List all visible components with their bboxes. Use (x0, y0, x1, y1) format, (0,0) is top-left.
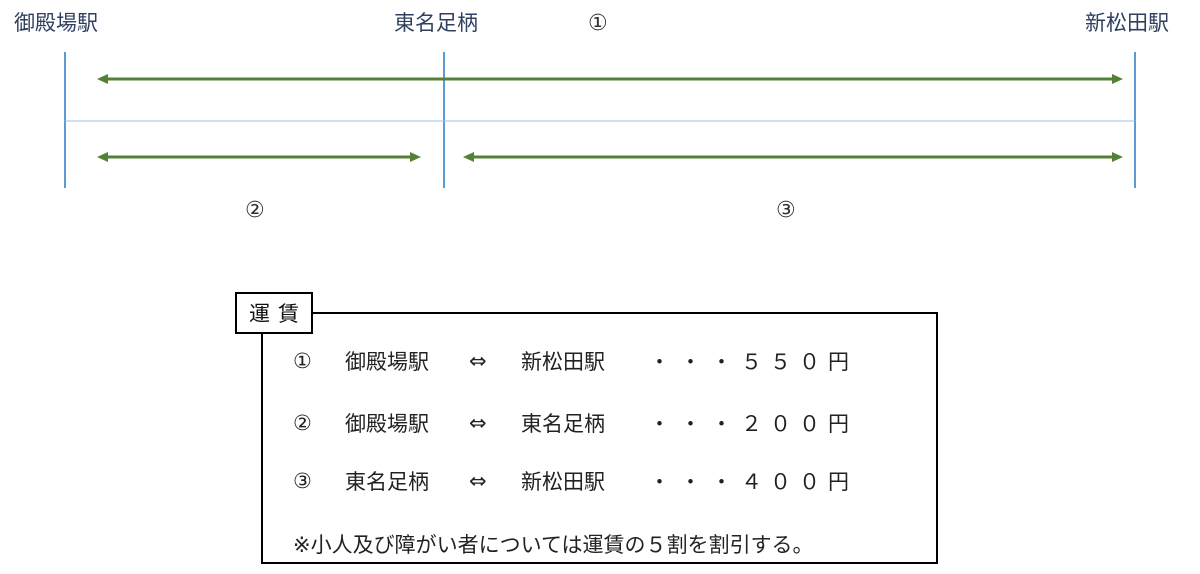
route-label-3: ③ (776, 198, 796, 223)
fare-box (261, 312, 938, 564)
fare-row-price: ４００円 (741, 470, 857, 494)
route-label-2: ② (245, 198, 265, 223)
fare-row-number: ③ (293, 469, 312, 493)
fare-row-to: 東名足柄 (521, 412, 605, 436)
bidirectional-arrow-icon: ⇔ (469, 411, 487, 435)
fare-discount-note: ※小人及び障がい者については運賃の５割を割引する。 (293, 533, 814, 557)
fare-row-number: ① (293, 349, 312, 373)
fare-row-to: 新松田駅 (521, 470, 605, 494)
fare-row-number: ② (293, 411, 312, 435)
fare-row-dots: ・・・ (649, 412, 742, 436)
fare-row-dots: ・・・ (649, 470, 742, 494)
fare-row-price: ２００円 (741, 412, 857, 436)
fare-row-price: ５５０円 (741, 350, 857, 374)
route-diagram: 御殿場駅 東名足柄 新松田駅 ① ② ③ (14, 11, 1169, 223)
bidirectional-arrow-icon: ⇔ (469, 349, 487, 373)
arrow-route-3 (463, 152, 1123, 162)
station-label-shin-matsuda: 新松田駅 (1085, 11, 1169, 35)
fare-title: 運賃 (235, 292, 313, 334)
fare-row-1: ① 御殿場駅 ⇔ 新松田駅 ・・・ ５５０円 (293, 346, 851, 376)
fare-row-dots: ・・・ (649, 350, 742, 374)
route-label-1: ① (588, 11, 608, 36)
fare-row-3: ③ 東名足柄 ⇔ 新松田駅 ・・・ ４００円 (293, 466, 851, 496)
station-label-tomei-ashigara: 東名足柄 (394, 11, 478, 35)
fare-row-from: 東名足柄 (345, 470, 429, 494)
arrow-route-2 (97, 152, 421, 162)
fare-row-from: 御殿場駅 (345, 350, 429, 374)
arrow-route-1 (97, 74, 1123, 84)
fare-row-2: ② 御殿場駅 ⇔ 東名足柄 ・・・ ２００円 (293, 408, 851, 438)
fare-row-to: 新松田駅 (521, 350, 605, 374)
fare-row-from: 御殿場駅 (345, 412, 429, 436)
station-label-gotemba: 御殿場駅 (14, 11, 98, 35)
bidirectional-arrow-icon: ⇔ (469, 469, 487, 493)
